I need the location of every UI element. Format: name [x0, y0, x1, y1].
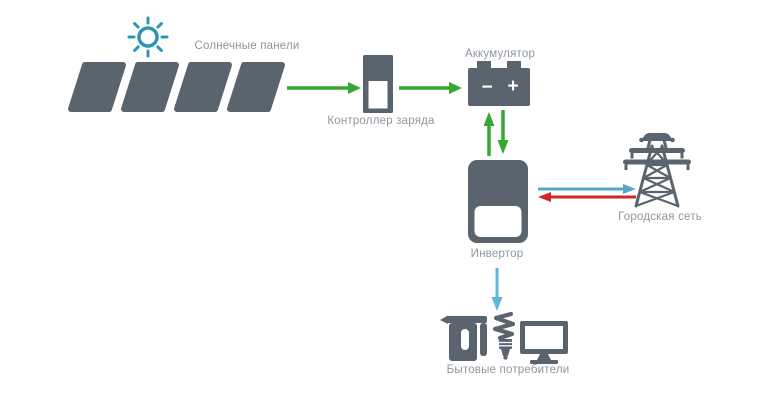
power-tower-icon — [623, 132, 691, 208]
arrow-inverter-to-consumers — [491, 268, 503, 311]
arrow-battery-inverter-up — [483, 112, 495, 156]
kettle-icon — [440, 315, 487, 361]
sun-icon — [127, 16, 169, 58]
battery-icon — [468, 61, 530, 106]
cfl-bulb-icon — [492, 311, 516, 360]
arrow-inverter-to-grid — [538, 184, 636, 194]
arrow-battery-inverter-down — [497, 110, 509, 154]
inverter-label: Инвертор — [470, 248, 524, 260]
solar-panels-icon — [68, 62, 285, 112]
consumers-label: Бытовые потребители — [446, 364, 570, 376]
inverter-icon — [468, 160, 528, 243]
charge-controller-label: Контроллер заряда — [327, 115, 435, 127]
solar-panels-label: Солнечные панели — [194, 40, 300, 52]
charge-controller-icon — [363, 55, 393, 113]
arrow-grid-to-inverter — [538, 192, 636, 202]
arrow-controller-to-battery — [399, 82, 462, 94]
battery-minus-sign: − — [481, 77, 493, 98]
battery-label: Аккумулятор — [464, 48, 536, 60]
monitor-icon — [520, 321, 568, 364]
battery-plus-sign: + — [507, 76, 519, 97]
arrow-panels-to-controller — [287, 82, 361, 94]
city-grid-label: Городская сеть — [618, 211, 702, 223]
